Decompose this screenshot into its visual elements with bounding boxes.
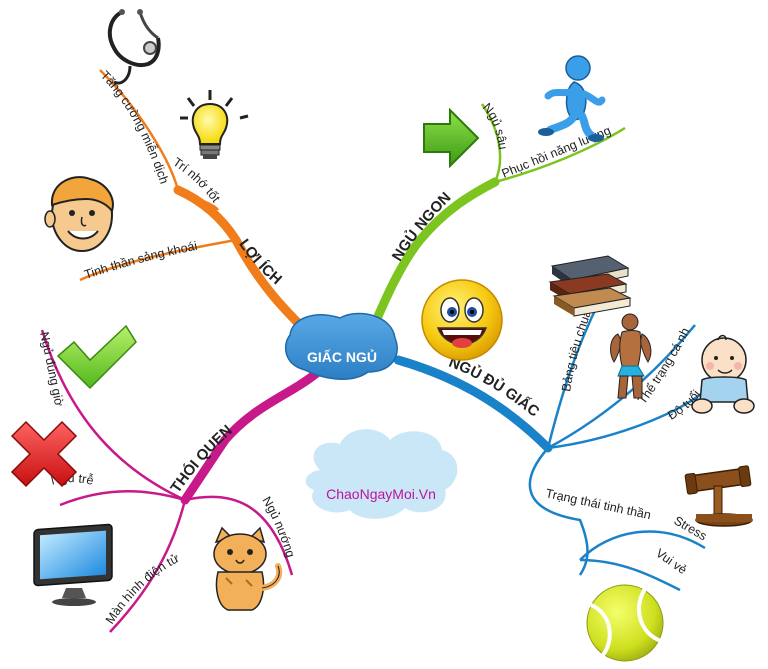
leaf-trang-thai-tinh-than: Trạng thái tinh thần (544, 486, 652, 522)
leaf-tinh-than-sang-khoai: Tinh thần sảng khoái (83, 239, 199, 282)
cross-icon (10, 420, 78, 488)
watermark-text: ChaoNgayMoi.Vn (326, 486, 436, 502)
gavel-icon (684, 465, 753, 527)
leaf-vui-ve: Vui vẻ (653, 546, 689, 577)
baby-icon (691, 334, 755, 414)
branch-loi-ich (79, 69, 310, 335)
lightbulb-icon (180, 90, 249, 159)
arrow-right-icon (423, 107, 480, 169)
watermark-cloud: ChaoNgayMoi.Vn (305, 429, 458, 519)
tennis-ball-icon (586, 584, 664, 662)
center-label: GIẤC NGỦ (307, 348, 377, 365)
leaf-phuc-hoi-nang-luong: Phục hồi năng lượng (500, 123, 613, 181)
leaf-tang-cuong-mien-dich: Tăng cường miễn dịch (98, 68, 171, 185)
runner-icon (538, 55, 606, 142)
branch-ngu-ngon (367, 103, 626, 335)
leaf-man-hinh-dien-tu: Màn hình điện tử (103, 551, 182, 626)
muscleman-icon (610, 313, 652, 399)
branch-label-ngu-ngon: NGỦ NGON (389, 189, 455, 264)
leaf-ngu-sau: Ngủ sâu (480, 100, 510, 150)
stethoscope-icon (107, 9, 161, 85)
monitor-icon (33, 523, 113, 606)
center-node[interactable]: GIẤC NGỦ (284, 312, 398, 380)
branch-label-thoi-quen: THÓI QUEN (167, 422, 235, 496)
face-icon (44, 176, 114, 252)
leaf-ngu-dung-gio: Ngủ đúng giờ (37, 331, 66, 408)
cat-icon (213, 526, 283, 611)
books-icon (548, 255, 632, 317)
smiley-icon (421, 279, 503, 361)
checkmark-icon (56, 324, 137, 390)
branch-thoi-quen (40, 329, 323, 633)
